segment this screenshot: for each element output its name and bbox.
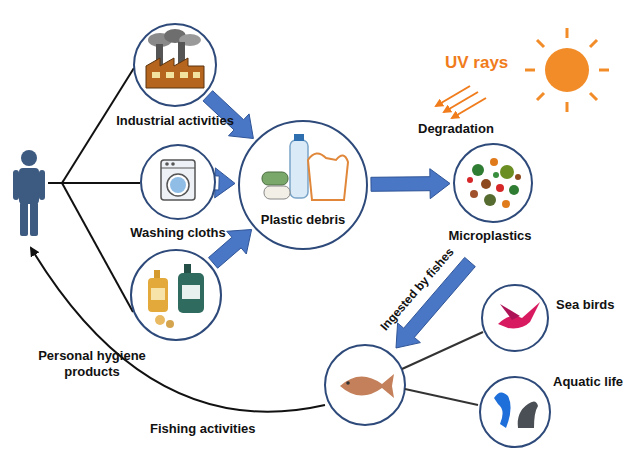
circle-node: Washing cloths xyxy=(140,144,216,220)
circle-node: Personal hygiene products xyxy=(130,249,222,341)
diagram-label: Ingested by fishes xyxy=(377,245,457,334)
node-label: Plastic debris xyxy=(261,212,346,228)
node-label: Industrial activities xyxy=(116,113,234,129)
diagram-label: Degradation xyxy=(418,121,494,137)
washing-machine-icon xyxy=(161,160,195,200)
flow-arrow xyxy=(215,168,235,198)
uv-arrows xyxy=(436,86,486,118)
node-label: Sea birds xyxy=(556,297,615,313)
aquatic-icon xyxy=(480,377,550,447)
plastic-debris-icon xyxy=(262,134,348,200)
person-icon xyxy=(13,150,45,236)
flow-arrow xyxy=(371,169,450,199)
circle-node: Industrial activities xyxy=(133,23,217,107)
diagram-label: UV rays xyxy=(445,53,508,73)
microplastics-icon xyxy=(467,158,521,208)
node-label: Washing cloths xyxy=(130,225,226,241)
fish-circle xyxy=(325,345,405,425)
node-label: Personal hygiene products xyxy=(27,348,157,380)
circle-node: Plastic debris xyxy=(238,120,368,250)
circle-node: Microplastics xyxy=(453,143,533,223)
bird-icon xyxy=(482,285,548,351)
sun-icon xyxy=(525,28,609,112)
factory-icon xyxy=(146,29,204,88)
source-lines xyxy=(48,68,140,312)
diagram-label: Fishing activities xyxy=(150,421,255,437)
circle-node: Aquatic life xyxy=(479,376,551,448)
return-arrow xyxy=(31,248,325,412)
node-label: Microplastics xyxy=(448,228,531,244)
node-label: Aquatic life xyxy=(553,374,623,390)
circle-node: Sea birds xyxy=(481,284,549,352)
hygiene-bottles-icon xyxy=(148,264,204,328)
food-web-lines xyxy=(402,332,483,405)
